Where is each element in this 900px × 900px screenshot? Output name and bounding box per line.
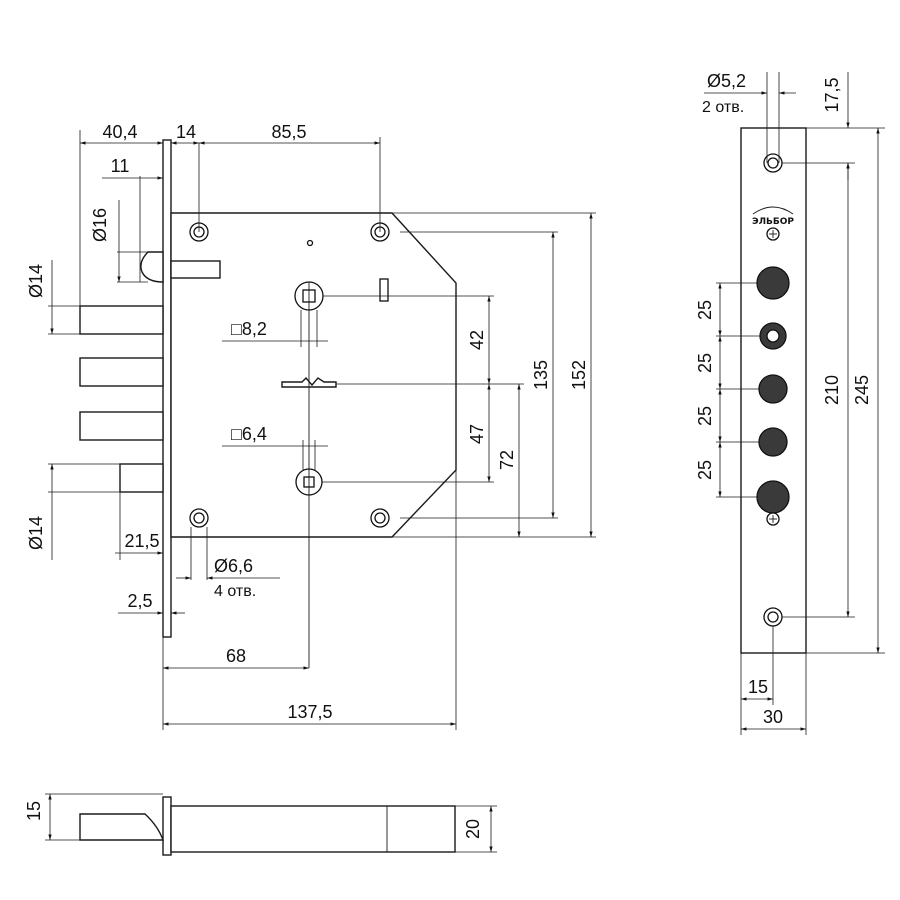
dim-bolt-pitch-3: 25 [695, 406, 715, 426]
dim-total-length: 245 [852, 375, 872, 405]
dim-bolt-pitch-4: 25 [695, 460, 715, 480]
dim-bolt-throw: 21,5 [124, 531, 159, 551]
dim-top-offset: 17,5 [822, 77, 842, 112]
bolt-4 [119, 463, 164, 493]
dim-mount-hole-count: 4 отв. [214, 583, 256, 600]
side-faceplate [162, 796, 172, 856]
dim-body-thickness: 20 [463, 819, 483, 839]
dim-hole-edge-offset: 15 [748, 677, 768, 697]
brand-logo-text: ЭЛЬБОР [752, 217, 794, 227]
latch-tongue [140, 251, 164, 283]
dim-height-152: 152 [569, 360, 589, 390]
dim-latch-diameter: Ø16 [90, 208, 110, 242]
dim-bolt-pitch-2: 25 [695, 353, 715, 373]
dim-spindle-square-upper: □8,2 [231, 319, 267, 339]
dim-distance-47: 47 [467, 424, 487, 444]
dim-distance-72: 72 [497, 450, 517, 470]
latch-slot [170, 260, 221, 279]
dim-plate-width: 30 [763, 707, 783, 727]
faceplate-bolt-hole-1 [756, 266, 790, 300]
indicator-slot [379, 278, 389, 302]
lock-faceplate [162, 139, 172, 638]
side-body [170, 805, 456, 853]
dim-screw-hole-diameter: Ø5,2 [707, 71, 746, 91]
faceplate-bolt-hole-3 [758, 374, 788, 404]
faceplate-bolt-hole-5 [756, 480, 790, 514]
dim-height-135: 135 [531, 360, 551, 390]
faceplate-view: ЭЛЬБОР Ø5,2 2 отв. 17,5 210 [695, 71, 885, 735]
dim-backset-total: 40,4 [102, 122, 137, 142]
dim-hole-spacing: 210 [822, 375, 842, 405]
dim-bolt-pitch-1: 25 [695, 300, 715, 320]
dim-mount-hole-diameter: Ø6,6 [214, 556, 253, 576]
dim-body-width: 137,5 [287, 702, 332, 722]
dim-screw-hole-count: 2 отв. [702, 99, 744, 116]
dim-bolt-diameter-bottom: Ø14 [26, 516, 46, 550]
brand-logo: ЭЛЬБОР [752, 206, 794, 227]
bolt-1 [79, 305, 164, 335]
dim-spindle-square-lower: □6,4 [231, 424, 267, 444]
dim-distance-42: 42 [467, 330, 487, 350]
dim-latch-offset: 11 [111, 156, 130, 176]
lock-side-view: 15 20 [24, 793, 497, 856]
dim-hole-spacing-top: 85,5 [271, 122, 306, 142]
side-latch [79, 813, 164, 841]
lock-front-view: 40,4 14 85,5 11 Ø16 Ø14 Ø14 □8,2 [26, 122, 596, 730]
dim-bolt-height: 15 [24, 801, 44, 821]
bolt-2 [79, 357, 164, 387]
dim-bolt-diameter-top: Ø14 [26, 264, 46, 298]
dim-faceplate-thickness: 2,5 [127, 591, 152, 611]
dim-axis-to-face: 68 [226, 646, 246, 666]
faceplate-bolt-hole-4 [758, 427, 788, 457]
bolt-3 [79, 411, 164, 441]
dim-faceplate-offset: 14 [176, 122, 196, 142]
